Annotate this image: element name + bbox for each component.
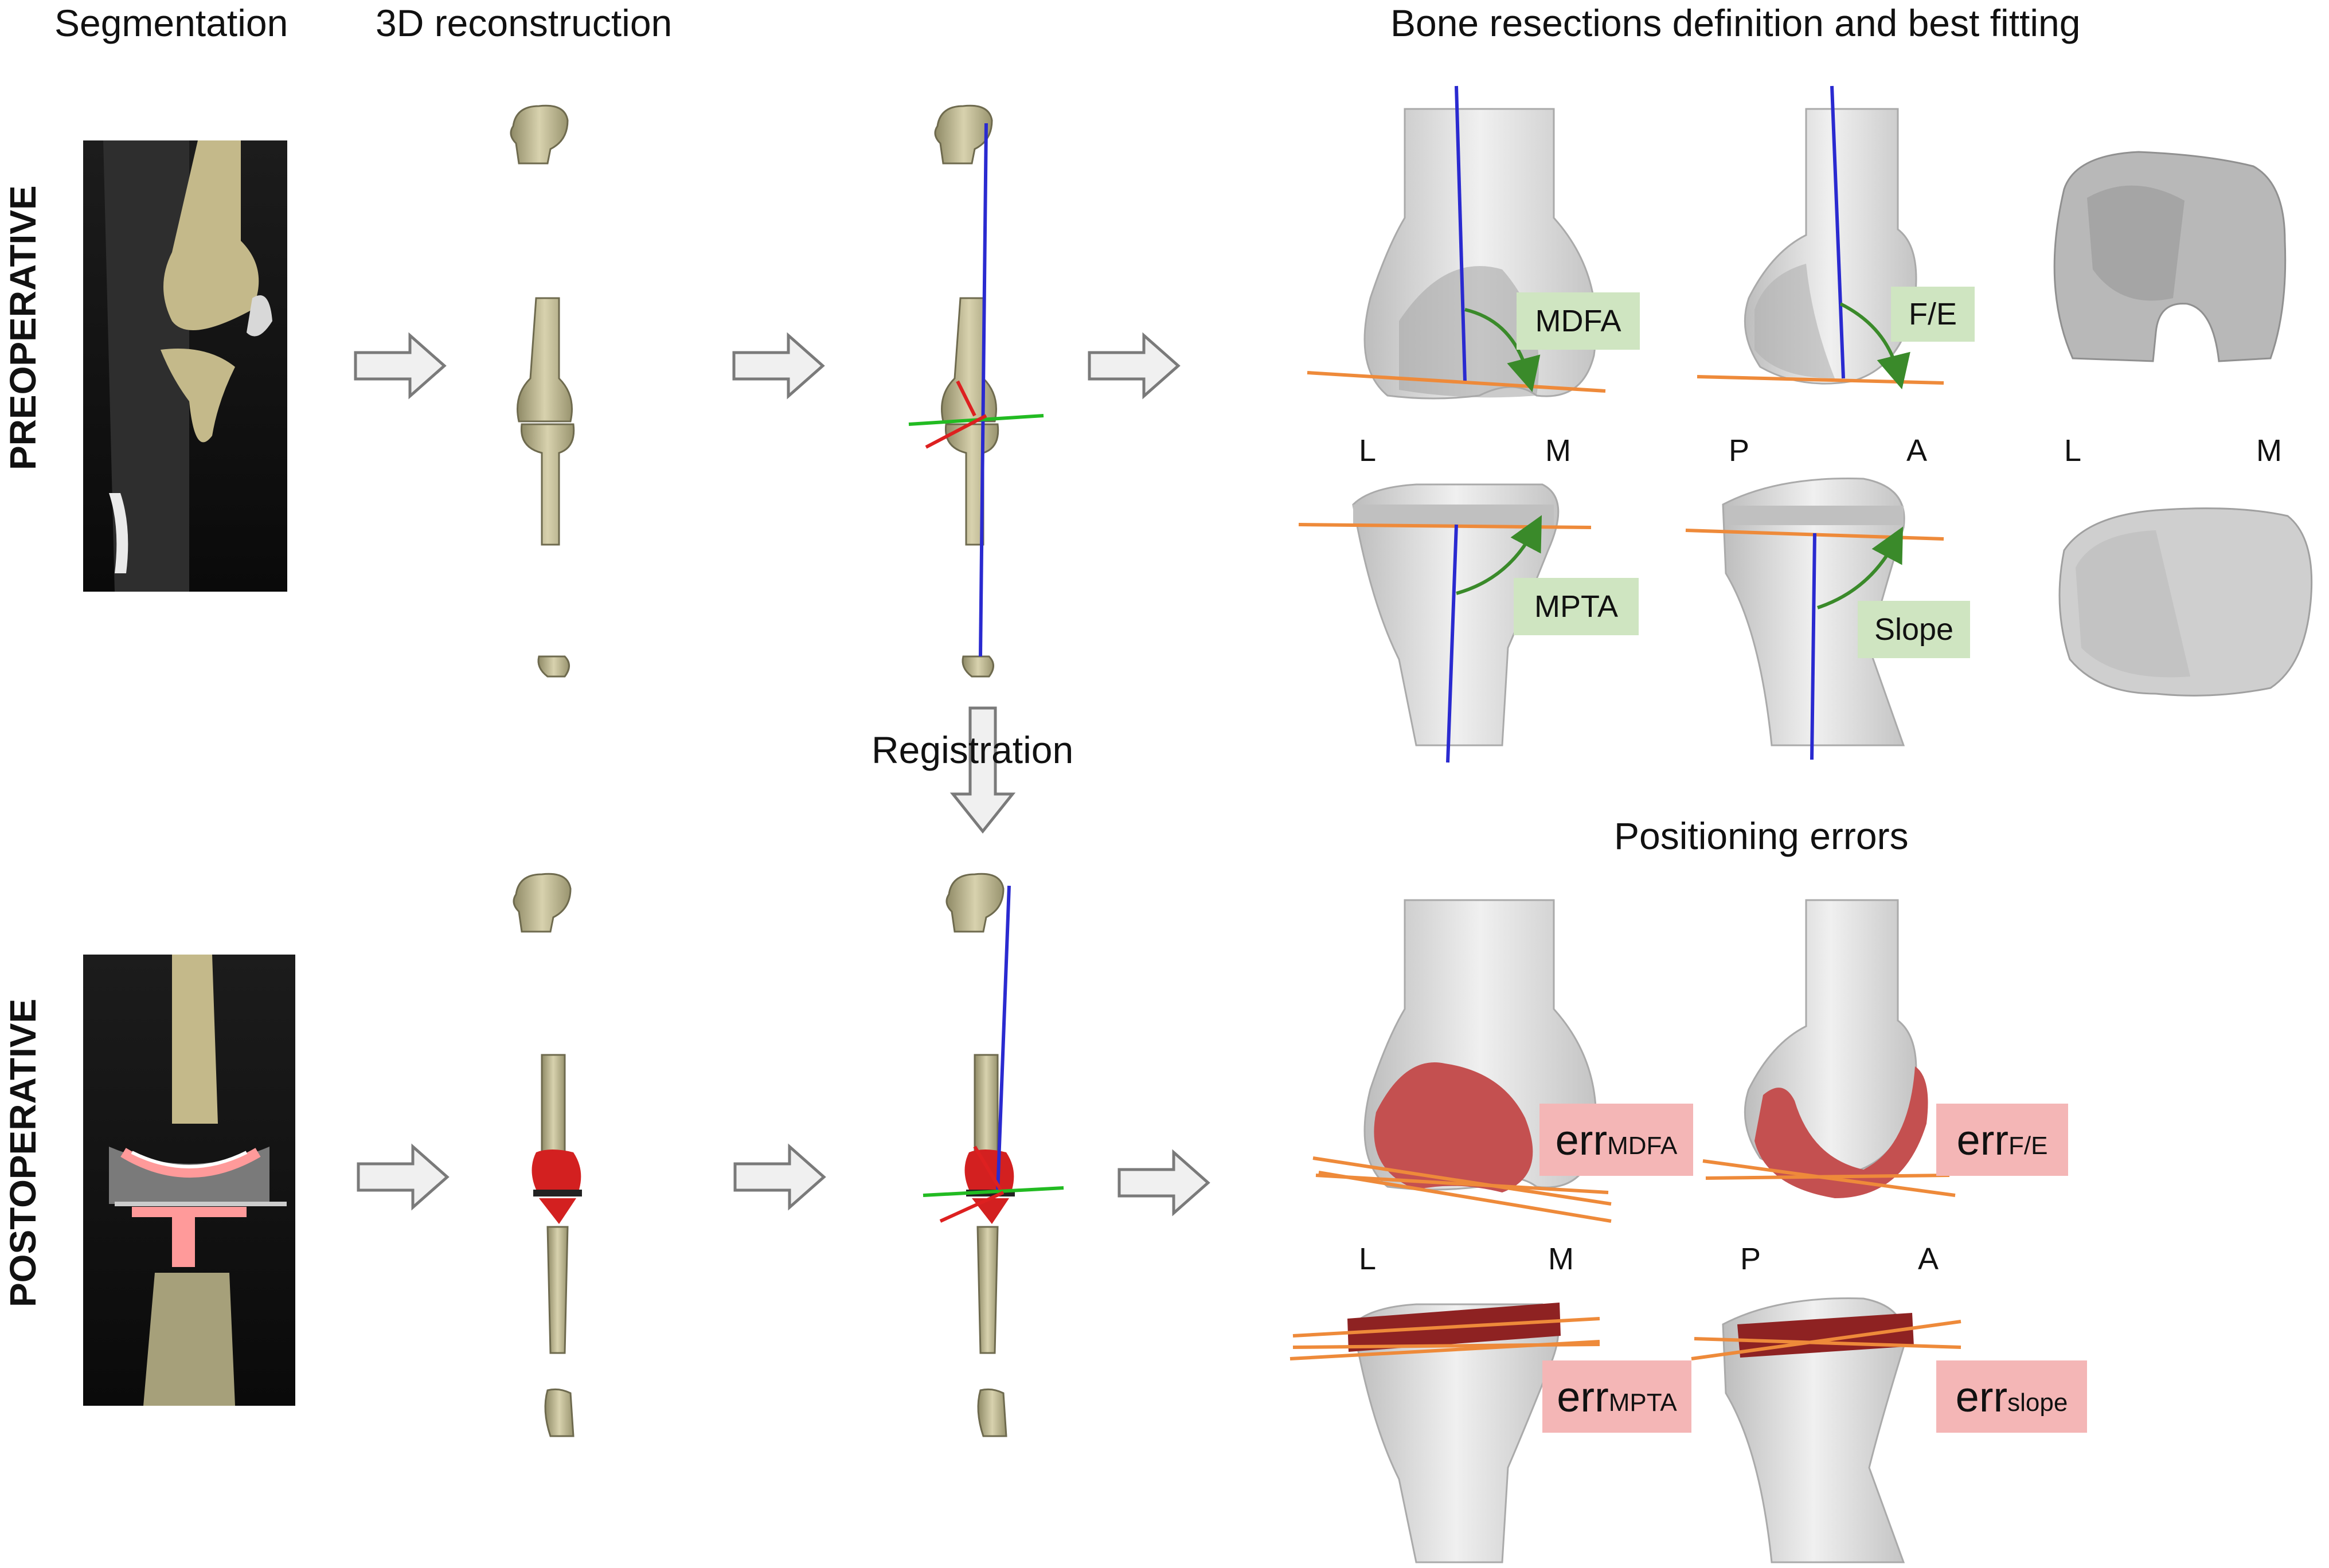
femur-frontal-error xyxy=(1312,899,1612,1223)
header-reconstruction: 3D reconstruction xyxy=(376,2,673,44)
direction-label: P xyxy=(1729,433,1750,468)
leg-model-postop xyxy=(513,873,582,1437)
ct-slice-postoperative xyxy=(83,955,295,1406)
direction-label: M xyxy=(1548,1242,1574,1276)
row-label-postoperative: POSTOPERATIVE xyxy=(2,998,44,1307)
ct-slice-preoperative xyxy=(83,140,287,592)
direction-label: L xyxy=(1359,433,1377,468)
error-subscript: slope xyxy=(2007,1389,2068,1417)
leg-model-postop-axes xyxy=(923,873,1064,1437)
direction-label: L xyxy=(2064,433,2082,468)
arrow-down-icon xyxy=(949,706,1016,834)
angle-badge-mdfa: MDFA xyxy=(1517,292,1640,350)
row-label-preoperative: PREOPERATIVE xyxy=(2,185,44,470)
tibia-sagittal-error xyxy=(1691,1297,1961,1563)
femoral-implant-preop xyxy=(2053,151,2287,362)
header-positioning-errors: Positioning errors xyxy=(1614,815,1909,857)
angle-badge-slope: Slope xyxy=(1858,601,1970,658)
label-registration: Registration xyxy=(872,729,1074,771)
angle-badge-mpta: MPTA xyxy=(1514,578,1639,635)
tibia-sagittal-preop xyxy=(1685,478,1944,760)
arrow-right-icon xyxy=(354,332,447,400)
arrows xyxy=(354,332,1210,1217)
error-prefix: err xyxy=(1555,1116,1608,1164)
direction-label: M xyxy=(2256,433,2282,468)
femur-sagittal-error xyxy=(1702,899,1956,1198)
leg-model-preop-axes xyxy=(908,104,1044,678)
header-segmentation: Segmentation xyxy=(54,2,288,44)
arrow-right-icon xyxy=(357,1143,450,1211)
femur-frontal-preop xyxy=(1307,85,1606,400)
direction-label: M xyxy=(1545,433,1571,468)
error-prefix: err xyxy=(1955,1373,2008,1421)
arrow-right-icon xyxy=(732,332,825,400)
angle-badge-fe: F/E xyxy=(1891,287,1975,342)
femur-sagittal-preop xyxy=(1697,85,1944,390)
direction-label: A xyxy=(1918,1242,1939,1276)
error-subscript: MDFA xyxy=(1607,1132,1678,1160)
error-subscript: F/E xyxy=(2008,1132,2048,1160)
arrow-right-icon xyxy=(1088,332,1181,400)
tibia-frontal-error xyxy=(1289,1303,1600,1563)
direction-label: P xyxy=(1740,1242,1761,1276)
error-prefix: err xyxy=(1557,1373,1609,1421)
leg-model-preop xyxy=(510,104,575,678)
arrow-right-icon xyxy=(1117,1149,1210,1217)
header-resections: Bone resections definition and best fitt… xyxy=(1390,2,2081,44)
error-subscript: MPTA xyxy=(1608,1389,1677,1417)
direction-label: A xyxy=(1906,433,1928,468)
arrow-right-icon xyxy=(733,1143,826,1211)
error-prefix: err xyxy=(1956,1116,2008,1164)
tibial-implant-preop xyxy=(2058,507,2313,697)
direction-label: L xyxy=(1359,1242,1377,1276)
